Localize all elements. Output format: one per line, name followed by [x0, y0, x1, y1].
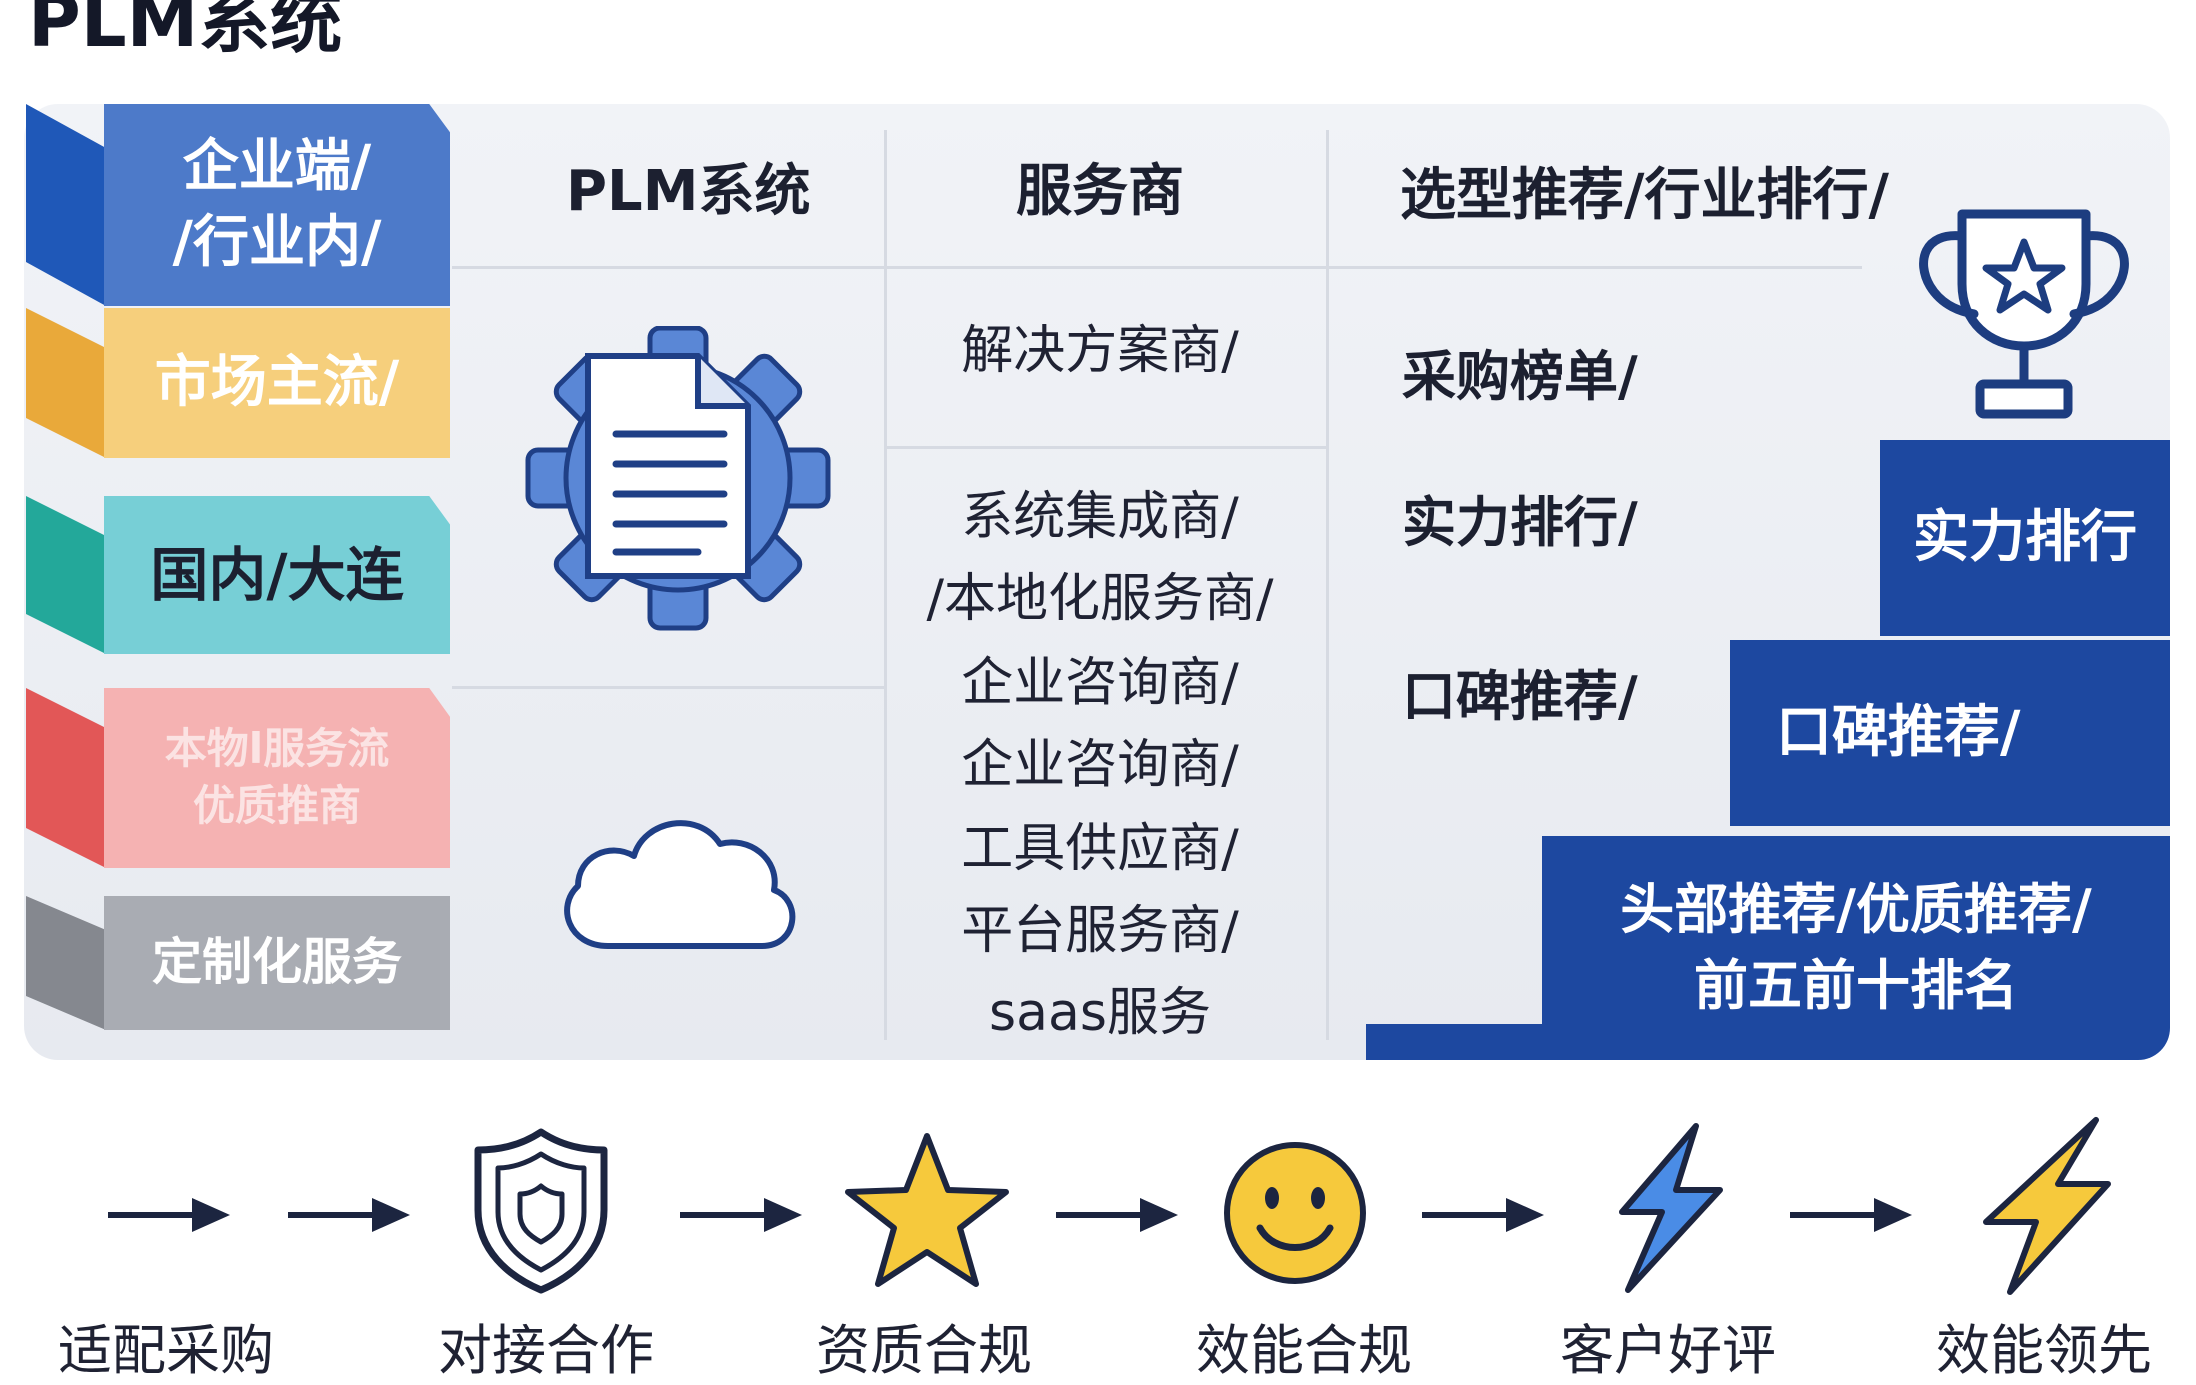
category-block-enterprise: 企业端/ /行业内/	[104, 104, 450, 306]
step-base	[1366, 1024, 1566, 1060]
smiley-icon	[1224, 1142, 1366, 1284]
flow-label: 效能领先	[1936, 1319, 2152, 1382]
cloud-icon	[564, 820, 796, 949]
arrow-icon	[1056, 1198, 1178, 1232]
document-gear-icon	[525, 326, 831, 631]
star-icon	[845, 1133, 1009, 1287]
step-top: 实力排行	[1880, 440, 2170, 636]
flow-label: 对接合作	[438, 1319, 654, 1382]
flow-label: 客户好评	[1560, 1319, 1776, 1382]
arrow-icon	[1790, 1198, 1912, 1232]
arrow-icon	[680, 1198, 802, 1232]
step-middle: 口碑推荐/	[1730, 640, 2170, 826]
divider	[452, 686, 884, 689]
lightning-yellow-icon	[1983, 1117, 2111, 1295]
arrow-icon	[108, 1198, 230, 1232]
list-item: 解决方案商/	[961, 321, 1239, 381]
column-header-plm: PLM系统	[566, 159, 811, 224]
trophy-icon	[1919, 209, 2129, 419]
list-item: 系统集成商/	[961, 487, 1239, 547]
category-block-mainstream: 市场主流/	[104, 308, 450, 458]
divider	[884, 130, 887, 1040]
list-item: saas服务	[989, 983, 1211, 1043]
page-title: PLM系统	[28, 0, 343, 63]
list-item: 企业咨询商/	[961, 735, 1239, 795]
list-item: 企业咨询商/	[961, 653, 1239, 713]
ranking-label: 实力排行/	[1402, 491, 1638, 554]
category-block-custom: 定制化服务	[104, 896, 450, 1030]
arrow-icon	[288, 1198, 410, 1232]
flow-label: 资质合规	[816, 1319, 1032, 1382]
step-bottom: 头部推荐/优质推荐/ 前五前十排名	[1542, 836, 2170, 1060]
column-header-ranking: 选型推荐/行业排行/	[1400, 163, 1889, 228]
flow-label: 效能合规	[1196, 1319, 1412, 1382]
list-item: 工具供应商/	[961, 819, 1239, 879]
flow-label: 适配采购	[58, 1319, 274, 1382]
ranking-label: 采购榜单/	[1402, 345, 1638, 408]
list-item: /本地化服务商/	[926, 569, 1274, 629]
arrow-icon	[1422, 1198, 1544, 1232]
category-block-local-service: 本物l服务流 优质推商	[104, 688, 450, 868]
lightning-blue-icon	[1619, 1123, 1723, 1293]
divider	[452, 266, 1862, 269]
divider	[886, 446, 1326, 449]
column-header-provider: 服务商	[1016, 159, 1184, 224]
shield-icon	[474, 1128, 608, 1294]
divider	[1326, 130, 1329, 1040]
list-item: 平台服务商/	[961, 901, 1239, 961]
category-block-domestic: 国内/大连	[104, 496, 450, 654]
provider-list: 解决方案商/ 系统集成商/ /本地化服务商/ 企业咨询商/ 企业咨询商/ 工具供…	[870, 0, 1330, 1364]
ranking-label: 口碑推荐/	[1402, 665, 1638, 728]
